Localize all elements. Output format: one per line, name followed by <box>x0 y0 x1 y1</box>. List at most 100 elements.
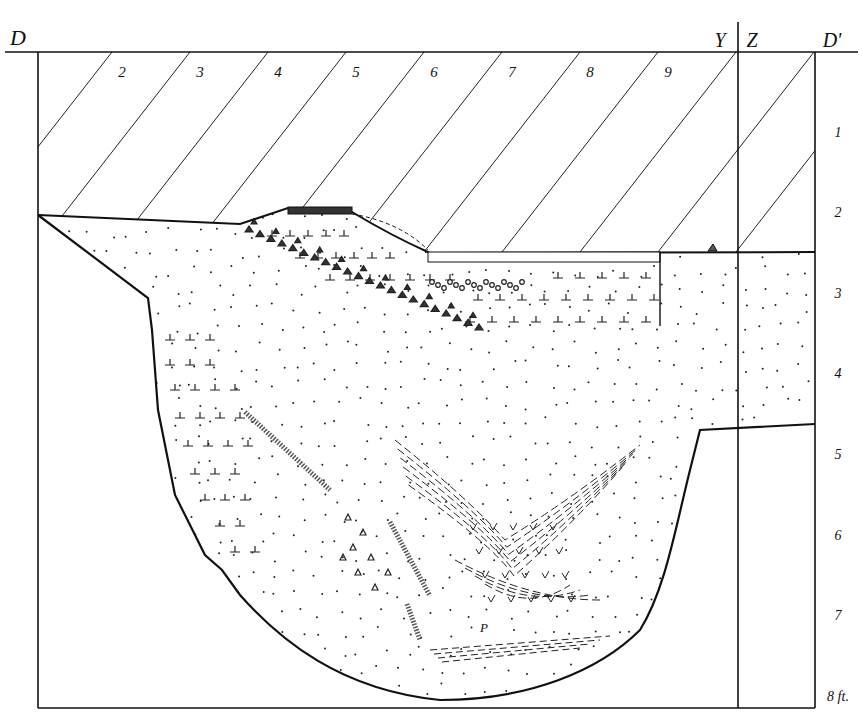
stipple-dot <box>383 331 385 333</box>
stipple-dot <box>131 523 133 525</box>
depth-scale-number: 5 <box>833 447 844 462</box>
stipple-dot <box>776 632 778 634</box>
stipple-dot <box>452 274 454 276</box>
stipple-dot <box>346 218 348 220</box>
stone-mark <box>355 273 363 279</box>
stipple-dot <box>713 625 715 627</box>
stipple-dot <box>109 441 111 443</box>
stipple-dot <box>260 688 262 690</box>
stipple-dot <box>215 407 217 409</box>
stipple-dot <box>71 702 73 704</box>
stipple-dot <box>674 416 676 418</box>
stipple-dot <box>695 646 697 648</box>
stipple-dot <box>742 653 744 655</box>
hearth-layer <box>288 207 352 214</box>
stipple-dot <box>237 518 239 520</box>
stipple-dot <box>263 591 265 593</box>
stipple-dot <box>599 559 601 561</box>
tee-mark <box>473 294 483 300</box>
tee-mark <box>627 294 637 300</box>
stipple-dot <box>530 498 532 500</box>
stipple-dot <box>191 610 193 612</box>
stone-mark <box>355 569 361 575</box>
stipple-dot <box>302 499 304 501</box>
stipple-dot <box>629 653 631 655</box>
stipple-dot <box>634 522 636 524</box>
stipple-dot <box>656 389 658 391</box>
stipple-dot <box>343 308 345 310</box>
stipple-dot <box>765 595 767 597</box>
stipple-dot <box>808 380 810 382</box>
stipple-dot <box>635 481 637 483</box>
stipple-dot <box>575 423 577 425</box>
stipple-dot <box>68 230 70 232</box>
stipple-dot <box>71 406 73 408</box>
stipple-dot <box>221 693 223 695</box>
stone-mark <box>273 228 279 233</box>
stipple-dot <box>133 502 135 504</box>
stipple-dot <box>297 367 299 369</box>
stipple-dot <box>134 653 136 655</box>
stipple-dot <box>632 557 634 559</box>
stipple-dot <box>531 237 533 239</box>
stipple-dot <box>591 447 593 449</box>
stipple-dot <box>304 484 306 486</box>
stipple-dot <box>805 530 807 532</box>
stipple-dot <box>681 383 683 385</box>
tee-mark <box>210 468 220 474</box>
stipple-dot <box>405 251 407 253</box>
stipple-dot <box>256 369 258 371</box>
tee-mark <box>175 412 185 418</box>
hatch-line <box>642 52 862 372</box>
tee-mark <box>649 294 659 300</box>
stipple-dot <box>636 614 638 616</box>
stipple-dot <box>67 514 69 516</box>
stipple-dot <box>637 702 639 704</box>
stipple-dot <box>588 381 590 383</box>
stipple-dot <box>375 665 377 667</box>
stipple-dot <box>596 426 598 428</box>
stipple-dot <box>426 693 428 695</box>
stipple-dot <box>189 571 191 573</box>
stipple-dot <box>275 405 277 407</box>
stipple-dot <box>135 329 137 331</box>
stipple-dot <box>398 685 400 687</box>
stone-mark <box>344 268 352 274</box>
tee-mark <box>325 274 335 280</box>
stipple-dot <box>589 571 591 573</box>
stipple-dot <box>196 250 198 252</box>
stipple-dot <box>640 245 642 247</box>
tee-mark <box>339 230 349 236</box>
layer-dash <box>406 463 626 569</box>
stipple-dot <box>385 463 387 465</box>
stipple-dot <box>358 499 360 501</box>
stipple-dot <box>460 648 462 650</box>
stipple-dot <box>753 417 755 419</box>
stone-mark <box>448 303 454 308</box>
stipple-dot <box>544 290 546 292</box>
layer-dash <box>465 568 590 597</box>
stipple-dot <box>356 362 358 364</box>
stipple-dot <box>764 265 766 267</box>
stipple-dot <box>376 535 378 537</box>
stipple-dot <box>324 648 326 650</box>
stipple-dot <box>649 235 651 237</box>
stipple-dot <box>659 577 661 579</box>
dashed-contour <box>352 214 428 250</box>
stipple-dot <box>678 608 680 610</box>
stipple-dot <box>701 367 703 369</box>
stipple-dot <box>691 521 693 523</box>
stipple-dot <box>155 276 157 278</box>
stipple-dot <box>91 213 93 215</box>
stipple-dot <box>388 704 390 706</box>
stipple-dot <box>125 667 127 669</box>
stipple-dot <box>340 669 342 671</box>
stipple-dot <box>418 594 420 596</box>
stipple-dot <box>553 575 555 577</box>
stipple-dot <box>277 473 279 475</box>
stipple-dot <box>68 690 70 692</box>
stipple-dot <box>39 612 41 614</box>
stipple-dot <box>544 303 546 305</box>
stipple-dot <box>313 362 315 364</box>
stipple-dot <box>87 346 89 348</box>
